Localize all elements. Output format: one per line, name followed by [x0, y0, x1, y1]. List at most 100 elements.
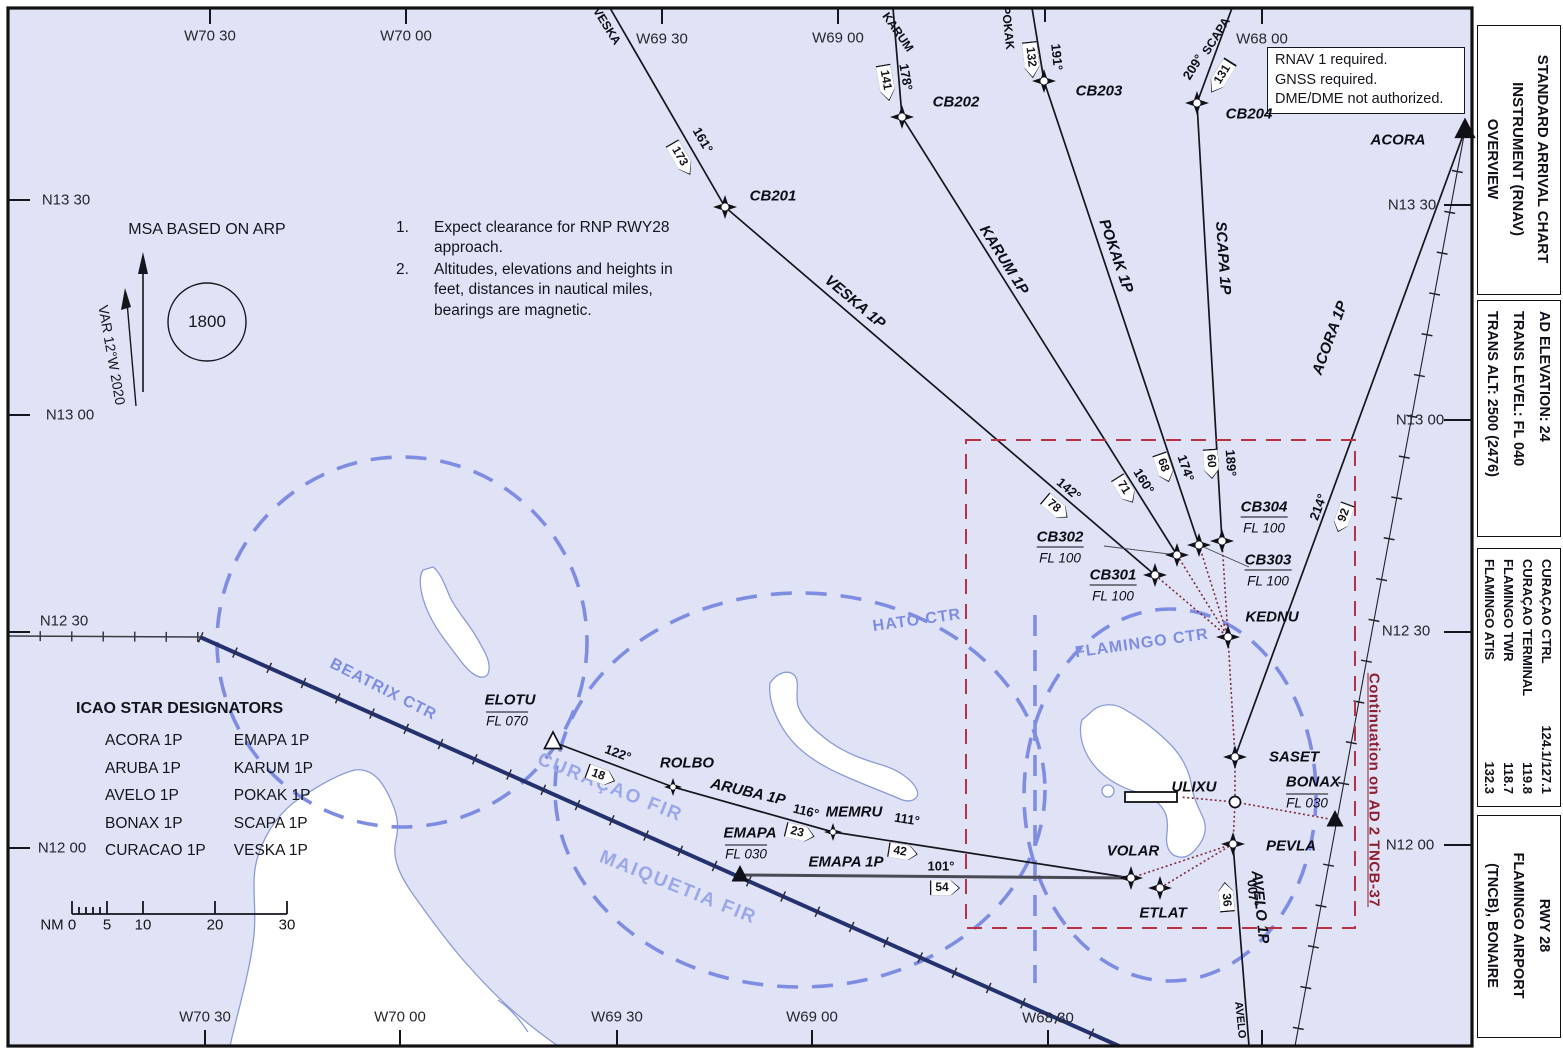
grid-label: N13 00 [45, 406, 95, 424]
fix-altitude: FL 100 [1247, 573, 1289, 589]
fix-altitude: FL 100 [1092, 588, 1134, 604]
grid-label: W69 00 [812, 29, 864, 47]
landmasses [229, 566, 1206, 1047]
route-label: EMAPA 1P [808, 853, 884, 871]
grid-label: N12 30 [1381, 622, 1431, 640]
scale-tick-label: 10 [134, 916, 152, 934]
waypoint-symbols [543, 69, 1476, 900]
fix-altitude: FL 030 [1286, 793, 1328, 811]
aerodrome-info-line: TRANS ALT: 2500 (2476) [1484, 311, 1500, 477]
sidebar-title-panel: STANDARD ARRIVAL CHART INSTRUMENT (RNAV)… [1477, 25, 1561, 295]
note-line: RNAV 1 required. [1275, 52, 1388, 68]
fix-label: CB302 [1036, 528, 1084, 548]
flamingo-ctr-boundary [1022, 607, 1318, 983]
fix-label: CB204 [1225, 105, 1273, 123]
fix-altitude: FL 030 [725, 844, 767, 862]
bearing-label: 007° [1244, 878, 1262, 908]
fix-altitude: FL 100 [1039, 550, 1081, 566]
airport-id-line: FLAMINGO AIRPORT [1510, 852, 1526, 999]
bearing-label: 189° [1222, 449, 1240, 477]
fix-label: ROLBO [659, 754, 715, 772]
curacao-island [769, 671, 919, 802]
acora-route [1234, 129, 1466, 758]
avelo-route [1232, 843, 1250, 1047]
hato-ctr-boundary [553, 591, 1047, 989]
emapa-route [739, 873, 1132, 880]
graticule-ticks [8, 8, 1472, 1046]
aruba-route [552, 741, 1132, 879]
fix-label: MEMRU [825, 803, 883, 821]
aruba-island [419, 566, 490, 678]
scale-tick-label: 20 [206, 916, 224, 934]
aerodrome-info-line: TRANS LEVEL: FL 040 [1510, 311, 1526, 467]
fix-label: SASET [1268, 748, 1320, 766]
grid-label: N12 00 [37, 839, 87, 857]
designator-item: VESKA 1P [233, 842, 308, 859]
beatrix-ctr-boundary [215, 455, 589, 829]
fix-altitude: FL 100 [1243, 520, 1285, 536]
fix-label: EMAPA [723, 824, 777, 842]
grid-label: N13 30 [1387, 196, 1437, 214]
distance-flag: 54 [929, 879, 961, 897]
grid-label: W69 30 [591, 1008, 643, 1026]
fix-altitude: FL 070 [486, 711, 528, 729]
fix-label: ACORA [1370, 131, 1426, 149]
bearing-label: 191° [1048, 42, 1066, 72]
label-leaders [1103, 544, 1250, 568]
note-line: DME/DME not authorized. [1275, 91, 1444, 108]
ctr-boundaries [215, 455, 1318, 989]
grid-label: W69 00 [786, 1008, 838, 1026]
designator-item: AVELO 1P [105, 787, 179, 804]
fir-boundary [7, 631, 1122, 1052]
note-text: Expect clearance for RNP RWY28 approach. [434, 219, 670, 257]
designator-item: CURACAO 1P [105, 842, 206, 859]
grid-label: W70 30 [184, 27, 236, 45]
msa-title: MSA BASED ON ARP [128, 221, 286, 238]
designator-title: ICAO STAR DESIGNATORS [76, 700, 284, 717]
continuation-frame [965, 439, 1356, 929]
note-text: Altitudes, elevations and heights in fee… [434, 261, 673, 319]
airport-id-line: (TNCB), BONAIRE [1484, 863, 1500, 988]
chart-title-line: OVERVIEW [1484, 118, 1502, 200]
aerodrome-info-line: AD ELEVATION: 24 [1536, 311, 1552, 442]
fix-label: CB203 [1075, 82, 1123, 100]
grid-label: W69 30 [636, 30, 688, 48]
distance-flag: 36 [1216, 881, 1236, 913]
ulixu-fix [1228, 795, 1242, 809]
fix-label: CB303 [1244, 551, 1292, 571]
sidebar-info-panel: AD ELEVATION: 24 TRANS LEVEL: FL 040 TRA… [1477, 300, 1561, 537]
designator-column: ACORA 1P ARUBA 1P AVELO 1P BONAX 1P CURA… [105, 727, 206, 865]
venezuela-coast [229, 769, 559, 1047]
designator-item: BONAX 1P [105, 814, 183, 832]
fix-label: CB201 [749, 187, 797, 205]
grid-label: W68 00 [1236, 30, 1288, 48]
klein-bonaire-island [1101, 784, 1115, 798]
distance-flag: 60 [1201, 448, 1221, 479]
fix-label: ELOTU [484, 691, 536, 709]
continuation-label: Continuation on AD 2 TNCB-37 [1365, 672, 1383, 908]
coast-detail [497, 999, 529, 1033]
designator-column: EMAPA 1P KARUM 1P POKAK 1P SCAPA 1P VESK… [234, 727, 313, 865]
designator-item: ARUBA 1P [105, 759, 181, 777]
fix-label: BONAX [1285, 773, 1341, 791]
scale-bar [71, 901, 288, 915]
grid-label: W68 30 [1022, 1009, 1074, 1027]
equipment-note-box: RNAV 1 required. GNSS required. DME/DME … [1267, 47, 1465, 114]
msa-symbol [121, 252, 247, 407]
chart-border [6, 6, 1474, 1048]
fix-label: ULIXU [1171, 778, 1217, 796]
scale-tick-label: 0 [67, 916, 77, 934]
bearing-label: 101° [927, 858, 955, 874]
grid-label: W70 00 [374, 1008, 426, 1026]
fix-label: ETLAT [1139, 904, 1187, 922]
fix-label: VOLAR [1106, 842, 1160, 860]
tma-boundary [1289, 128, 1471, 1048]
distance-flag: 132 [1020, 41, 1042, 79]
grid-label: N12 00 [1385, 836, 1435, 854]
chart-notes: 1.Expect clearance for RNP RWY28 approac… [396, 218, 684, 323]
msa-value: 1800 [188, 312, 226, 331]
fix-label: CB301 [1089, 566, 1137, 586]
